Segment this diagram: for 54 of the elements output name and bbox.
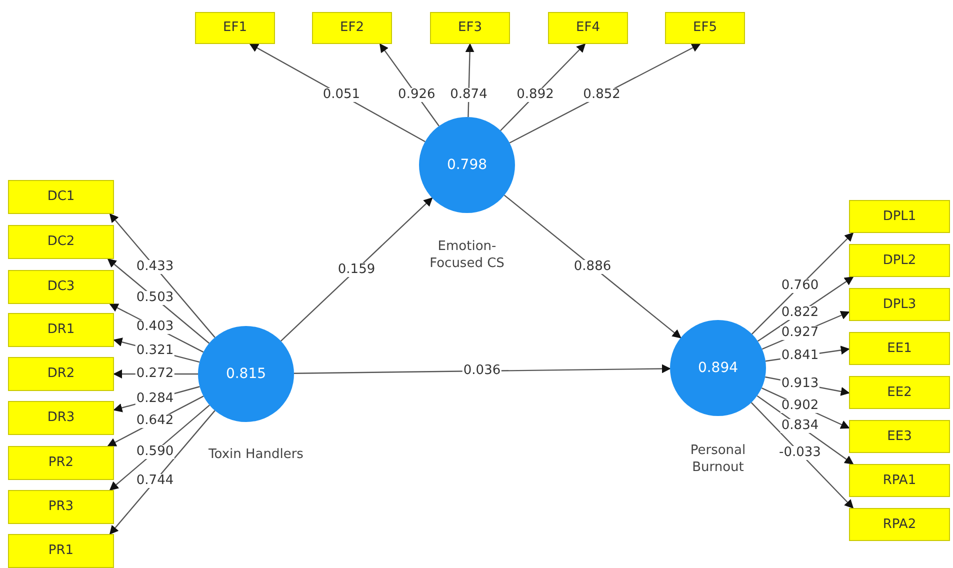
indicator-box: EF1 [195,12,275,44]
edge-label: 0.760 [780,279,820,293]
variable-name: Toxin Handlers [208,446,304,463]
indicator-box: DC2 [8,225,114,259]
arrow [752,232,854,334]
indicator-box: DPL1 [849,200,950,233]
indicator-box: EF4 [548,12,628,44]
indicator-box: EE1 [849,332,950,365]
edge-label: 0.503 [135,291,175,306]
indicator-box: EF5 [665,12,745,44]
edge-label: 0.822 [780,306,820,320]
indicator-box: DR3 [8,401,114,435]
arrow [109,410,216,535]
indicator-box: EE2 [849,376,950,409]
arrow [294,364,671,374]
edge-label: 0.159 [336,262,376,276]
edge-label: 0.590 [135,444,175,459]
edge-label: 0.902 [780,398,820,413]
edge-label: 0.913 [780,376,820,391]
edge-label: 0.284 [135,392,175,406]
indicator-box: DR2 [8,357,114,391]
indicator-box: EF3 [430,12,510,44]
edge-label: 0.874 [449,88,488,102]
arrow [504,194,682,338]
indicator-box: RPA2 [849,508,950,541]
edge-label: 0.403 [135,320,175,334]
indicator-box: PR2 [8,446,114,480]
indicator-box: EE3 [849,420,950,453]
indicator-box: PR1 [8,534,114,568]
edge-label: 0.892 [516,88,555,102]
edge-label: 0.834 [780,419,820,434]
variable-name: Emotion- Focused CS [428,238,506,272]
edge-label: -0.033 [778,446,822,460]
indicator-box: DC1 [8,180,114,214]
edge-label: 0.852 [582,88,622,102]
edge-label: 0.927 [780,326,820,340]
edge-label: 0.433 [135,260,175,274]
indicator-box: DR1 [8,313,114,347]
indicator-box: PR3 [8,490,114,524]
indicator-box: RPA1 [849,464,950,497]
indicator-box: DPL2 [849,244,950,277]
variable-name: Personal Burnout [689,442,747,476]
arrow [280,197,433,342]
arrow [750,402,854,509]
edge-label: 0.642 [135,414,175,428]
edge-label: 0.886 [572,260,612,274]
edge-label: 0.926 [397,88,436,102]
indicator-box: DC3 [8,270,114,304]
arrow [109,213,216,338]
indicator-box: DPL3 [849,288,950,321]
edge-label: 0.744 [135,474,175,488]
indicator-box: EF2 [312,12,392,44]
edge-label: 0.051 [322,88,362,102]
edge-label: 0.321 [135,344,175,358]
